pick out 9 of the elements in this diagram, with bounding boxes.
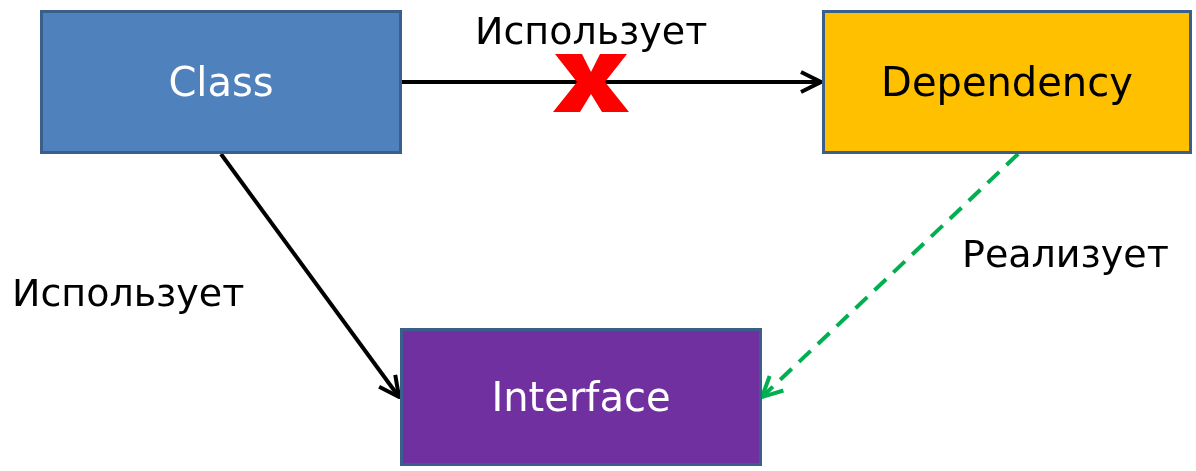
class-box xyxy=(40,10,402,154)
class-box xyxy=(822,10,1192,154)
arrow xyxy=(402,70,823,94)
box-label: Interface xyxy=(491,374,671,420)
class-box xyxy=(400,328,762,466)
arrow xyxy=(760,152,1020,399)
box-label: Class xyxy=(168,59,274,105)
arrow xyxy=(219,152,401,399)
box-label: Dependency xyxy=(881,59,1133,105)
